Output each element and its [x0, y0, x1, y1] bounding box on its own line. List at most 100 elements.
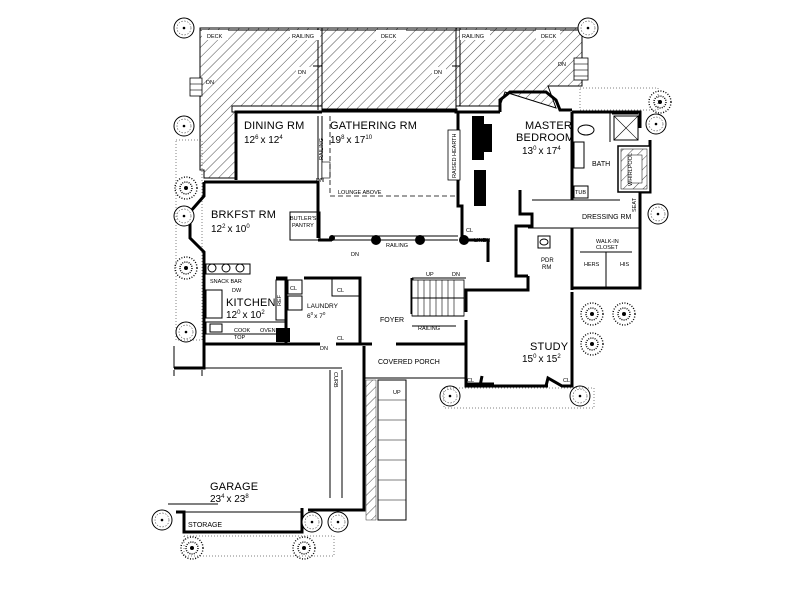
shrub-1 — [173, 17, 195, 39]
shrub-11 — [569, 385, 591, 407]
spiky-plant-4 — [292, 536, 316, 560]
room-laundry-name: LAUNDRY — [307, 303, 339, 310]
landscaping — [151, 17, 672, 560]
deck-railing-label-2: RAILING — [462, 34, 484, 40]
raised-hearth-label: RAISED HEARTH — [452, 133, 458, 178]
room-laundry-dim: 60x 70 — [307, 311, 326, 320]
foyer-railing-label: RAILING — [418, 326, 440, 332]
closet-label-foyer: CL — [337, 288, 344, 294]
room-kitchen-dim-a: 12 — [226, 310, 238, 321]
kitchen-dn-label: DN — [320, 346, 328, 352]
room-study-dim-b: x 15 — [538, 354, 557, 365]
room-master-name-2: BEDROOM — [516, 132, 574, 144]
room-dining-dim-a: 12 — [244, 135, 256, 146]
whirlpool-label: WHIRLPOOL — [628, 153, 634, 186]
kitchen-closet-label: CL — [290, 286, 297, 292]
dw-label: DW — [232, 288, 242, 294]
room-laundry-sup-b: 0 — [323, 311, 326, 316]
his-label: HIS — [620, 262, 630, 268]
deck-dn-label-1: DN — [298, 70, 306, 76]
curb-label: CURB — [332, 372, 338, 388]
shrub-6 — [645, 113, 667, 135]
room-brkfst-dim-b: x 10 — [227, 224, 246, 235]
seat-label: SEAT — [632, 197, 638, 212]
shrub-12 — [327, 511, 349, 533]
porch-up-label: UP — [393, 390, 401, 396]
shrub-7 — [647, 203, 669, 225]
room-master-name-1: MASTER — [525, 120, 572, 132]
lounge-above-outline: LOUNGE ABOVE — [329, 116, 458, 197]
deck-stair-right: DN — [558, 57, 589, 81]
room-gathering-dim-b: x 17 — [346, 135, 365, 146]
room-brkfst-dim-a: 12 — [211, 224, 223, 235]
lounge-above-label: LOUNGE ABOVE — [338, 190, 382, 196]
butlers-pantry: BUTLER'S PANTRY — [289, 211, 321, 241]
deck-railing-label-1: RAILING — [292, 34, 314, 40]
walkway — [365, 379, 407, 521]
walkin-label-2: CLOSET — [596, 245, 619, 251]
room-master-dim-b: x 17 — [538, 146, 557, 157]
room-laundry-dim-b: x 7 — [314, 313, 323, 320]
shrub-2 — [577, 17, 599, 39]
walkin-label-1: WALK-IN — [596, 239, 619, 245]
room-brkfst-sup-a: 2 — [222, 224, 226, 230]
room-laundry-dim-a: 6 — [307, 313, 311, 320]
dining-railing: RAILING DN — [316, 116, 331, 184]
closet-label-laundry: CL — [337, 336, 344, 342]
dressing-rm-label: DRESSING RM — [582, 214, 632, 221]
room-gathering-name: GATHERING RM — [330, 120, 417, 132]
room-dining-sup-a: 6 — [255, 135, 259, 141]
room-dining-sup-b: 4 — [279, 135, 283, 141]
deck-stair-left: DN — [189, 77, 214, 97]
spiky-plant-8 — [648, 90, 672, 114]
deck-label-left: DECK — [207, 34, 223, 40]
covered-porch-label: COVERED PORCH — [378, 359, 440, 366]
closets: CL CL CL LINEN CL CL DN CL — [290, 228, 570, 384]
room-garage-dim-b: x 23 — [226, 494, 245, 505]
shrub-9 — [301, 511, 323, 533]
spiky-plant-1 — [174, 176, 198, 200]
room-kitchen-dim-b: x 10 — [242, 310, 261, 321]
closet-label-linen: CL — [466, 228, 473, 234]
room-kitchen-sup-a: 0 — [237, 310, 241, 316]
room-study-sup-b: 2 — [557, 354, 561, 360]
kitchen-fixtures: SNACK BAR DW REF COOK TOP OVEN — [205, 263, 303, 342]
gathering-dn-label: DN — [351, 252, 359, 258]
spiky-plant-3 — [180, 536, 204, 560]
deck-label-right: DECK — [541, 34, 557, 40]
butlers-pantry-label-1: BUTLER'S — [290, 216, 317, 222]
room-study-dim-a: 15 — [522, 354, 534, 365]
hers-label: HERS — [584, 262, 600, 268]
spiky-plant-5 — [580, 302, 604, 326]
foyer-stair-up: UP — [426, 272, 434, 278]
room-study-sup-a: 0 — [533, 354, 537, 360]
top-label: TOP — [234, 335, 246, 341]
master-bath-labels: BATH TUB WHIRLPOOL SEAT DRESSING RM WALK… — [541, 153, 638, 271]
foyer-label: FOYER — [380, 317, 404, 324]
bath-label: BATH — [592, 161, 610, 168]
room-master-sup-a: 0 — [533, 146, 537, 152]
room-kitchen-sup-b: 2 — [261, 310, 265, 316]
room-garage-sup-a: 4 — [221, 494, 225, 500]
spiky-plant-2 — [174, 256, 198, 280]
closet-label-study-left: CL — [467, 378, 474, 384]
deck: DECK DECK DECK RAILING RAILING DN DN DN … — [189, 27, 589, 179]
snack-bar-label: SNACK BAR — [210, 279, 242, 285]
room-laundry: LAUNDRY 60x 70 — [307, 303, 339, 320]
room-garage-name: GARAGE — [210, 481, 258, 493]
cook-label: COOK — [234, 328, 251, 334]
deck-stair-right-dn: DN — [558, 62, 566, 68]
gathering-railing: RAILING DN — [329, 235, 469, 258]
